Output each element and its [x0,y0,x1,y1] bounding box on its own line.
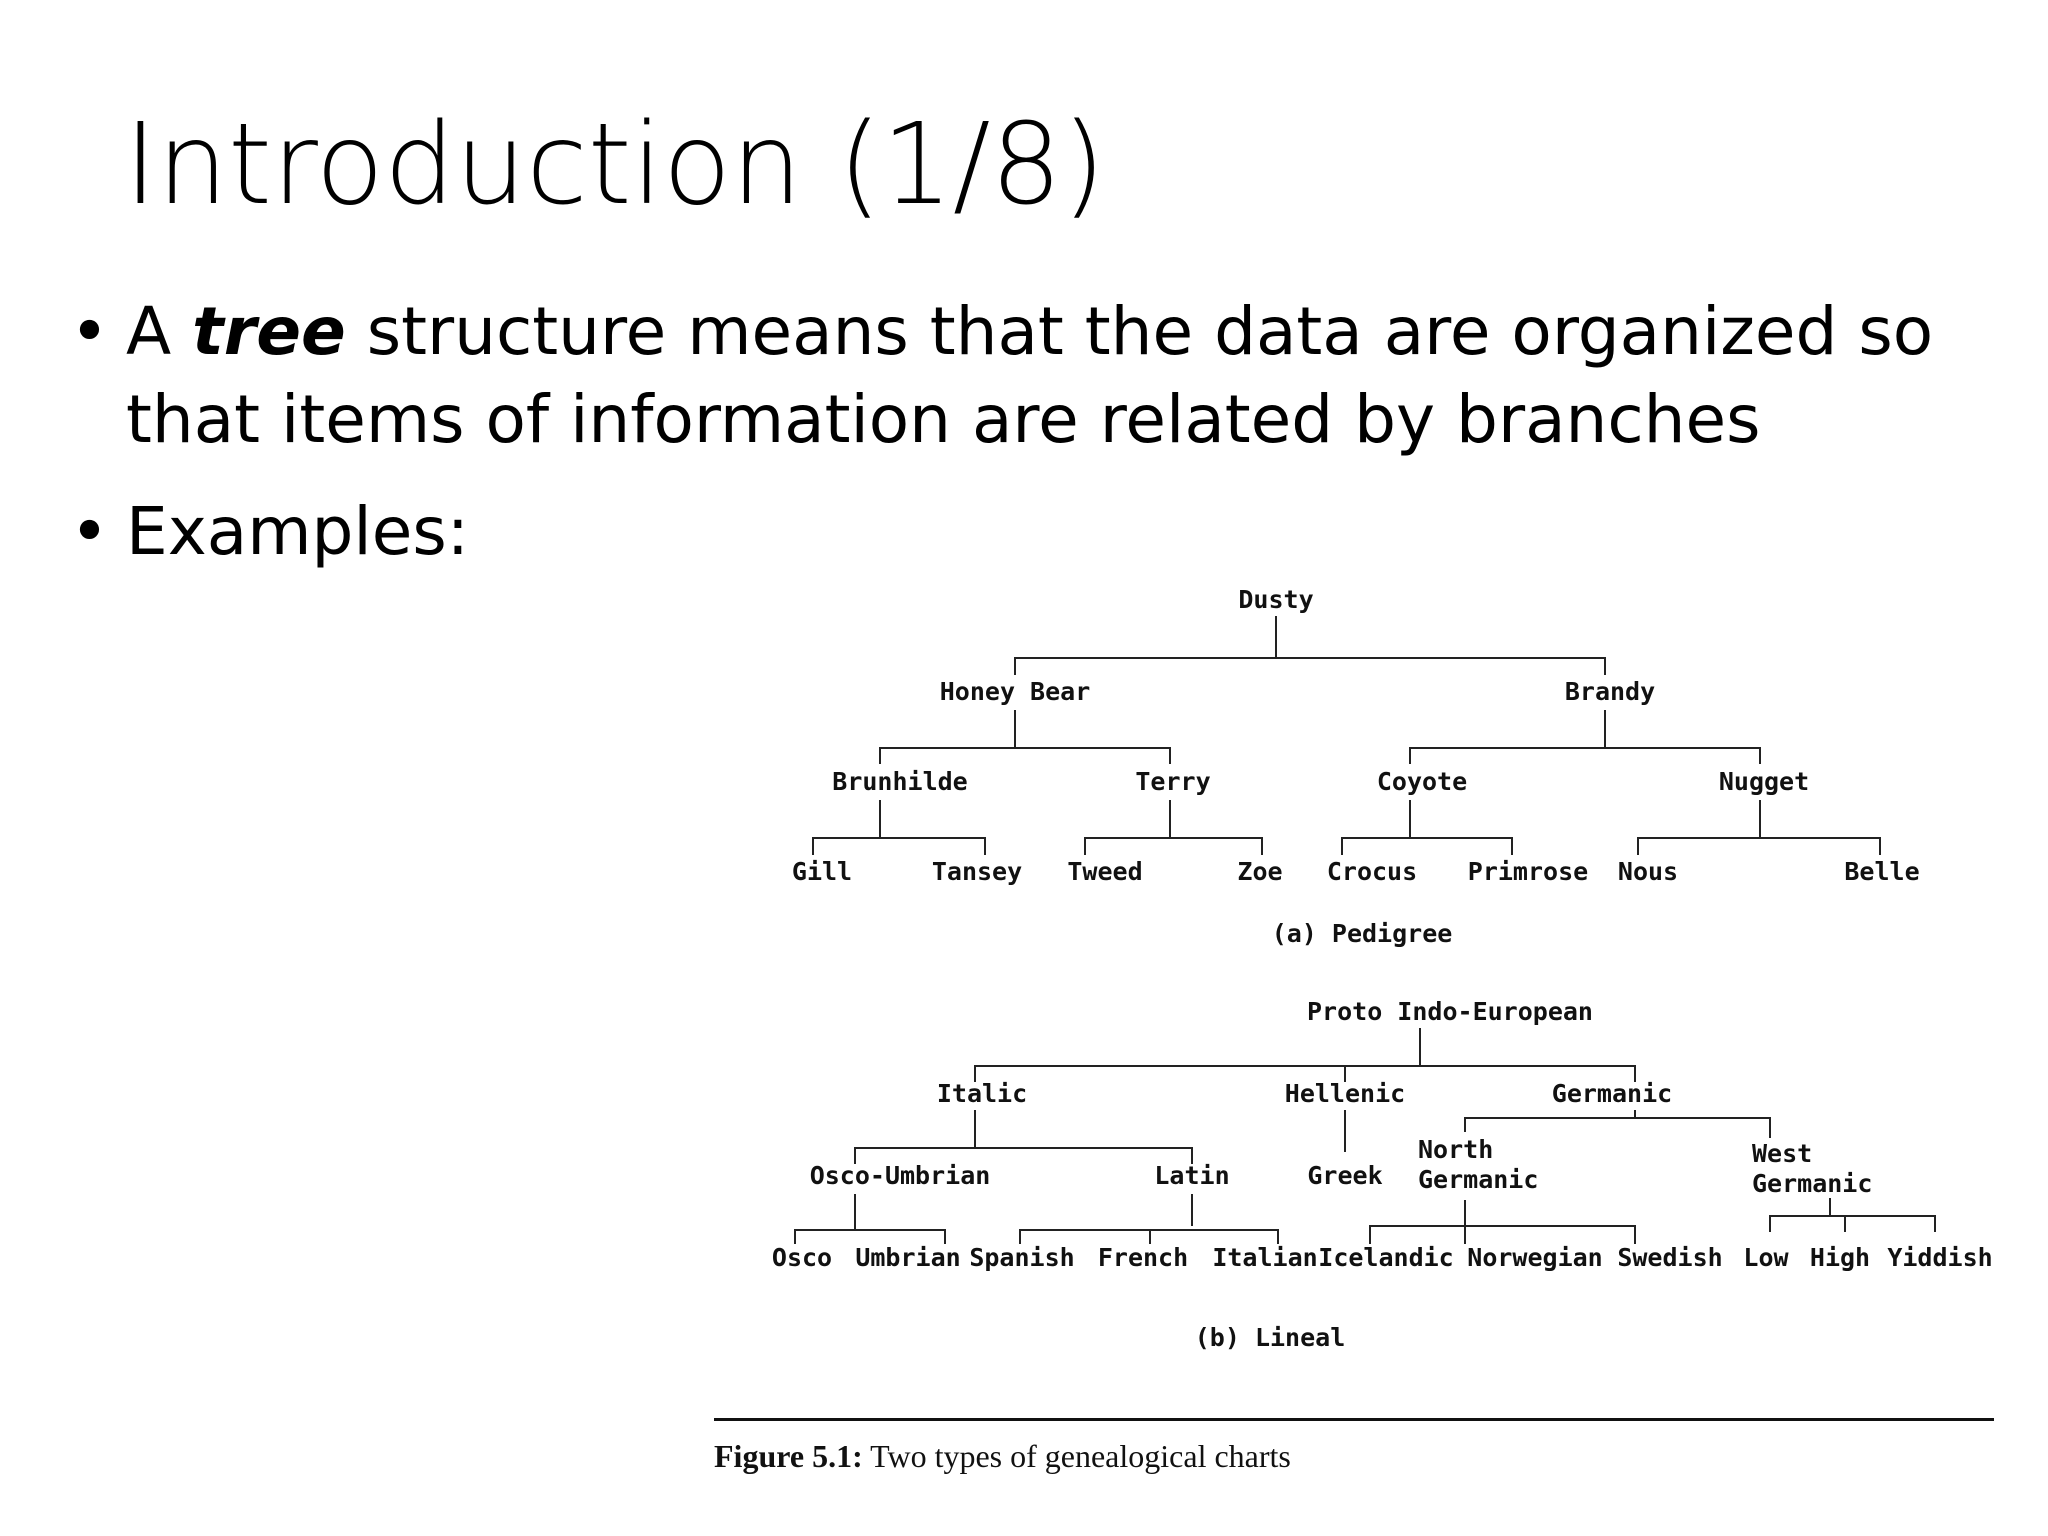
node-terry: Terry [1135,767,1210,796]
node-tweed: Tweed [1067,857,1142,886]
tree-edge [879,710,1171,764]
tree-edge [1341,800,1513,855]
node-crocus: Crocus [1327,857,1417,886]
figure-caption: Figure 5.1: Two types of genealogical ch… [714,1438,1291,1475]
tree-edge [1019,1194,1279,1244]
node-spanish: Spanish [969,1243,1074,1272]
bullet-text-pre: A [126,293,193,370]
node-honey-bear: Honey Bear [940,677,1091,706]
tree-edge [812,800,986,855]
node-north-germanic-line2: Germanic [1418,1165,1538,1194]
node-icelandic: Icelandic [1318,1243,1453,1272]
tree-edge [1769,1198,1936,1232]
node-nous: Nous [1618,857,1678,886]
node-latin: Latin [1154,1161,1229,1190]
node-nugget: Nugget [1719,767,1809,796]
figure-rule [714,1418,1994,1421]
node-hellenic: Hellenic [1285,1079,1405,1108]
bullet-item-tree-definition: • A tree structure means that the data a… [70,288,1990,464]
tree-edge [1369,1200,1636,1244]
lineal-caption: (b) Lineal [1195,1323,1346,1352]
node-high: High [1810,1243,1870,1272]
node-swedish: Swedish [1617,1243,1722,1272]
tree-edge [794,1194,946,1244]
bullet-text-post: structure means that the data are organi… [126,293,1934,458]
pedigree-caption: (a) Pedigree [1272,919,1453,948]
node-norwegian: Norwegian [1467,1243,1602,1272]
node-proto-indo-european: Proto Indo-European [1307,997,1593,1026]
node-germanic: Germanic [1552,1079,1672,1108]
node-umbrian: Umbrian [855,1243,960,1272]
node-french: French [1098,1243,1188,1272]
pedigree-chart: Dusty Honey Bear Brandy Brunhilde Terry … [792,585,1920,948]
figure-caption-label: Figure 5.1: [714,1438,863,1474]
node-gill: Gill [792,857,852,886]
bullet-text: Examples: [126,493,469,570]
node-yiddish: Yiddish [1887,1243,1992,1272]
node-brandy: Brandy [1565,677,1655,706]
node-italian: Italian [1212,1243,1317,1272]
bullet-marker: • [70,493,109,570]
bullet-item-examples: • Examples: [70,488,1990,576]
figure-caption-text: Two types of genealogical charts [862,1438,1291,1474]
node-osco: Osco [772,1243,832,1272]
node-low: Low [1743,1243,1789,1272]
node-brunhilde: Brunhilde [832,767,967,796]
bullet-text-emphasis: tree [192,293,346,370]
tree-edge [974,1028,1636,1082]
node-zoe: Zoe [1237,857,1282,886]
tree-edge [1637,800,1881,855]
node-north-germanic-line1: North [1418,1135,1493,1164]
bullet-list: • A tree structure means that the data a… [70,288,1990,600]
tree-edge [1409,710,1761,764]
node-west-germanic-line2: Germanic [1752,1169,1872,1198]
bullet-marker: • [70,293,109,370]
node-west-germanic-line1: West [1752,1139,1812,1168]
slide-title: Introduction (1/8) [124,100,1106,230]
tree-edge [1084,800,1263,855]
node-dusty: Dusty [1238,585,1313,614]
lineal-chart: Proto Indo-European Italic Hellenic Germ… [772,997,1993,1352]
node-tansey: Tansey [932,857,1022,886]
node-greek: Greek [1307,1161,1382,1190]
tree-edge [1464,1110,1771,1138]
node-primrose: Primrose [1468,857,1588,886]
node-coyote: Coyote [1377,767,1467,796]
tree-edge [854,1110,1193,1164]
node-belle: Belle [1844,857,1919,886]
node-italic: Italic [937,1079,1027,1108]
node-osco-umbrian: Osco-Umbrian [810,1161,991,1190]
tree-edge [1014,616,1606,675]
